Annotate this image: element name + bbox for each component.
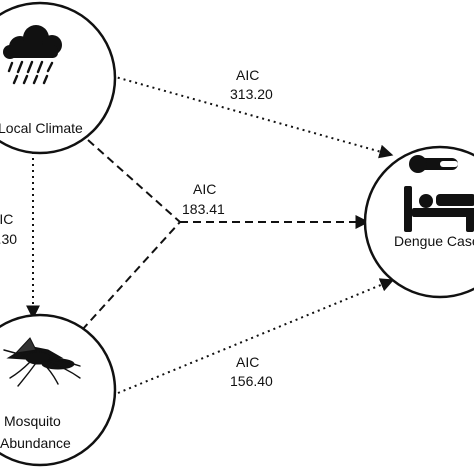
edge-label-aic-title-1: AIC bbox=[236, 67, 259, 83]
edge-label-aic-value-3: 41.30 bbox=[0, 231, 17, 247]
edge-mosquito-to-junction bbox=[81, 221, 181, 331]
edge-mosquito-to-dengue bbox=[117, 278, 395, 394]
node-label-dengue-cases: Dengue Cases bbox=[394, 233, 474, 249]
node-label-mosquito-line1: Mosquito bbox=[4, 413, 61, 429]
rain-cloud-icon bbox=[3, 25, 62, 85]
mosquito-icon bbox=[3, 337, 81, 387]
node-label-mosquito-line2: Abundance bbox=[0, 435, 71, 451]
edge-climate-to-junction bbox=[87, 139, 181, 223]
node-label-local-climate: Local Climate bbox=[0, 120, 83, 136]
edge-label-aic-title-4: AIC bbox=[236, 354, 259, 370]
edge-label-aic-value-1: 313.20 bbox=[230, 86, 273, 102]
edge-label-aic-value-4: 156.40 bbox=[230, 373, 273, 389]
edge-climate-to-dengue bbox=[111, 75, 394, 159]
edge-label-aic-title-2: AIC bbox=[193, 181, 216, 197]
node-dengue-cases bbox=[363, 145, 474, 299]
edge-label-aic-title-3: AIC bbox=[0, 211, 13, 227]
edge-label-aic-value-2: 183.41 bbox=[182, 201, 225, 217]
sick-bed-thermometer-icon bbox=[404, 155, 474, 232]
